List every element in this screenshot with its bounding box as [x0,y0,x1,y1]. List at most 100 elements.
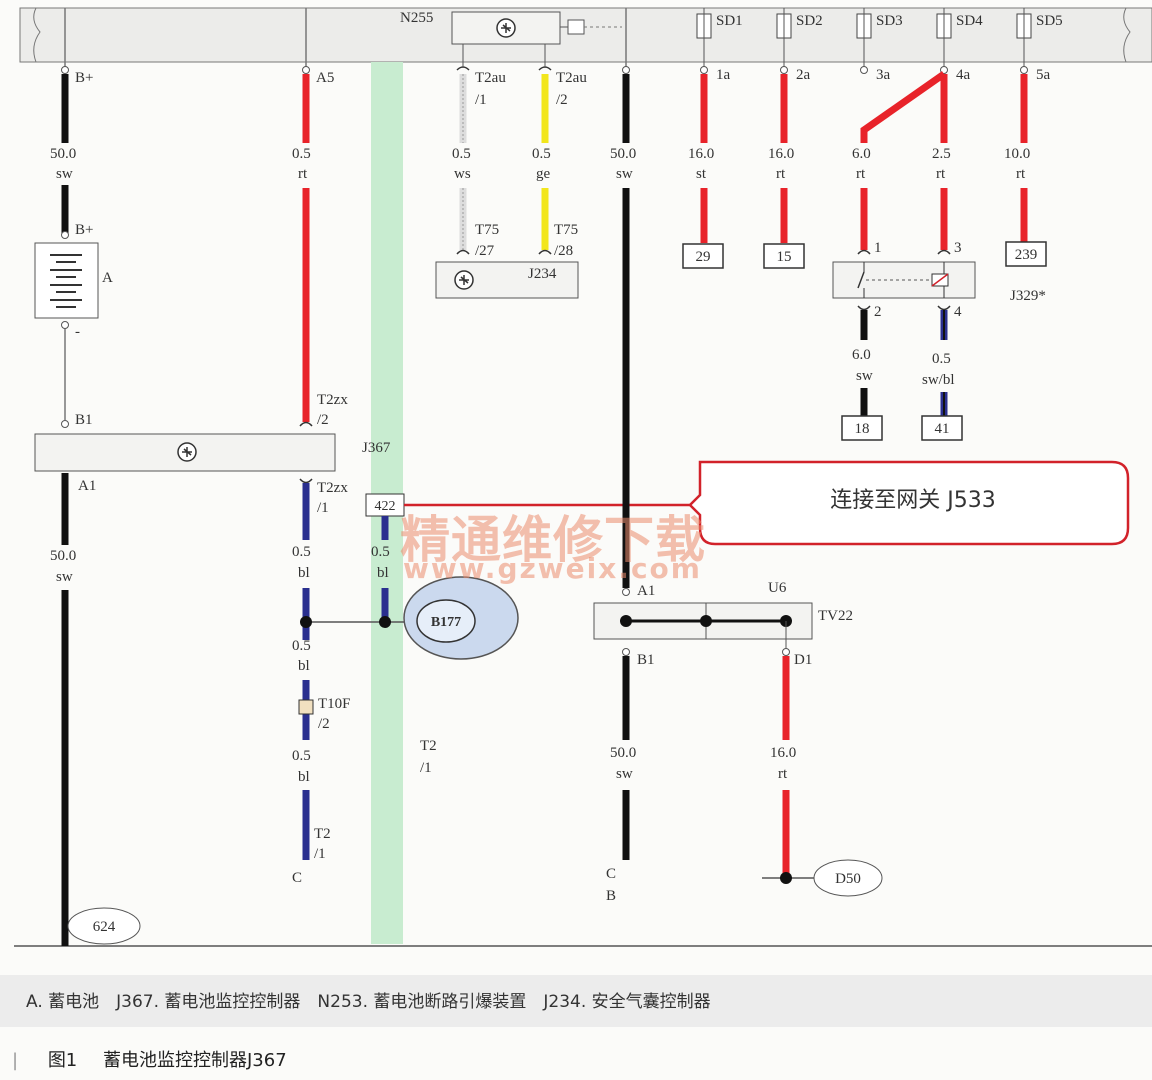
n255-block [451,11,622,45]
wiring-diagram: B+ 50.0 sw B+ A - B1 A1 50.0 sw 624 [14,7,1152,947]
wire-size-w1: 50.0 [50,146,76,162]
sd-wires [700,71,1028,250]
wire-size-w16: 10.0 [1004,146,1030,162]
main-ground-circuit: 50.0 sw A1 B1 50.0 sw C B [606,8,655,904]
wire-size-w11: 50.0 [610,745,636,761]
gateway-callout: 连接至网关 J533 [830,488,996,513]
wire-color-w4: bl [298,565,310,581]
legend-bar: A. 蓄电池 J367. 蓄电池监控控制器 N253. 蓄电池断路引爆装置 J2… [0,975,1152,1027]
wire-color-w15: rt [936,166,946,182]
fuse-bus-bar [19,7,1152,63]
wire-size-w5: 0.5 [371,544,390,560]
pin-t75-28-sub: /28 [554,243,573,259]
pin-tv-a1: A1 [637,583,655,599]
pin-a1-j367: A1 [78,478,96,494]
wire-size-w10: 50.0 [610,146,636,162]
pin-t75-27-sub: /27 [475,243,495,259]
wire-color-w14: rt [856,166,866,182]
caption-number: 图1 [47,1050,78,1071]
wire-size-w18: 0.5 [932,351,951,367]
ref-239: 239 [1015,247,1038,263]
pin-t2zx-2-sub: /2 [317,412,329,428]
n255-j234-wires: T2au /1 T2au /2 0.5 ws 0.5 ge T75 /27 T7… [452,44,587,259]
b177-branch: 422 0.5 bl B177 T2 /1 [365,493,519,776]
pin-tv-b1: B1 [637,652,655,668]
wire-color-w5: bl [377,565,389,581]
wire-size-w13: 16.0 [768,146,794,162]
callout-bubble [688,460,1130,546]
wire-color-w17: sw [856,368,873,384]
pin-b-plus: B+ [75,70,93,86]
figure-caption: | 图1 蓄电池监控控制器J367 [12,1046,287,1072]
pin-t75-28: T75 [554,222,578,238]
wire-color-w1: sw [56,166,73,182]
fuse-sd1-label: SD1 [716,13,743,29]
wire-size-w7: 0.5 [292,748,311,764]
wire-size-w6: 0.5 [292,638,311,654]
ref-d50: D50 [835,871,861,887]
pin-tv-d1: D1 [794,652,812,668]
wire-size-w17: 6.0 [852,347,871,363]
fuse-sd3 [856,8,872,74]
caption-marker: | [12,1050,19,1071]
pin-t10f: T10F [318,696,351,712]
wire-color-w9: ge [536,166,551,182]
j367-module [34,433,336,472]
fuse-sd4-label: SD4 [956,13,983,29]
connector-c-left: C [292,870,302,886]
battery-icon [34,242,99,319]
j234-label: J234 [528,266,557,282]
pin-t2-c-sub: /1 [314,846,326,862]
ref-29: 29 [696,249,711,265]
fuse-sd2-label: SD2 [796,13,823,29]
pin-t2zx-2: T2zx [317,392,348,408]
j367-label: J367 [362,440,391,456]
wire-size-w8: 0.5 [452,146,471,162]
ref-624: 624 [93,919,116,935]
wire-size-w15: 2.5 [932,146,951,162]
tv22-block [593,602,813,656]
wire-size-w9: 0.5 [532,146,551,162]
legend-text: A. 蓄电池 J367. 蓄电池监控控制器 N253. 蓄电池断路引爆装置 J2… [26,992,711,1012]
pin-t2au-1-sub: /1 [475,92,487,108]
ref-41: 41 [935,421,950,437]
wire-size-w2: 50.0 [50,548,76,564]
wire-color-w10: sw [616,166,633,182]
wire-color-w8: ws [454,166,471,182]
wire-color-w7: bl [298,769,310,785]
fuse-sd5-label: SD5 [1036,13,1063,29]
pin-t10f-sub: /2 [318,716,330,732]
d50-circuit: 16.0 rt D50 [762,656,883,897]
pin-3a: 3a [876,67,891,83]
pin-t2-c: T2 [314,826,331,842]
wire-size-w19: 16.0 [770,745,796,761]
wire-color-w12: st [696,166,707,182]
wire-size-w4: 0.5 [292,544,311,560]
battery-circuit: B+ 50.0 sw B+ A - B1 A1 50.0 sw 624 [34,8,141,946]
fuse-sd5 [1016,8,1032,74]
wire-color-w13: rt [776,166,786,182]
fuse-sd3-label: SD3 [876,13,903,29]
pin-t2-mid-sub: /1 [420,760,432,776]
j329-relay [832,249,976,416]
wire-color-w19: rt [778,766,788,782]
watermark-url: www.gzweix.com [403,552,702,585]
pin-t2au-2-sub: /2 [556,92,568,108]
wire-size-w3: 0.5 [292,146,311,162]
wire-color-w2: sw [56,569,73,585]
connector-b-mid: B [606,888,616,904]
battery-label: A [102,270,113,286]
j329-label: J329* [1010,288,1046,304]
battery-minus: - [75,324,80,340]
pin-a5: A5 [316,70,334,86]
wire-color-w3: rt [298,166,308,182]
connector-c-mid: C [606,866,616,882]
relay-pin-1: 1 [874,240,882,256]
wire-size-w14: 6.0 [852,146,871,162]
pin-t2zx-1: T2zx [317,480,348,496]
pin-4a: 4a [956,67,971,83]
wire-color-w16: rt [1016,166,1026,182]
caption-title: 蓄电池监控控制器J367 [103,1050,287,1071]
u6-label: U6 [768,580,787,596]
ref-422: 422 [375,499,396,514]
